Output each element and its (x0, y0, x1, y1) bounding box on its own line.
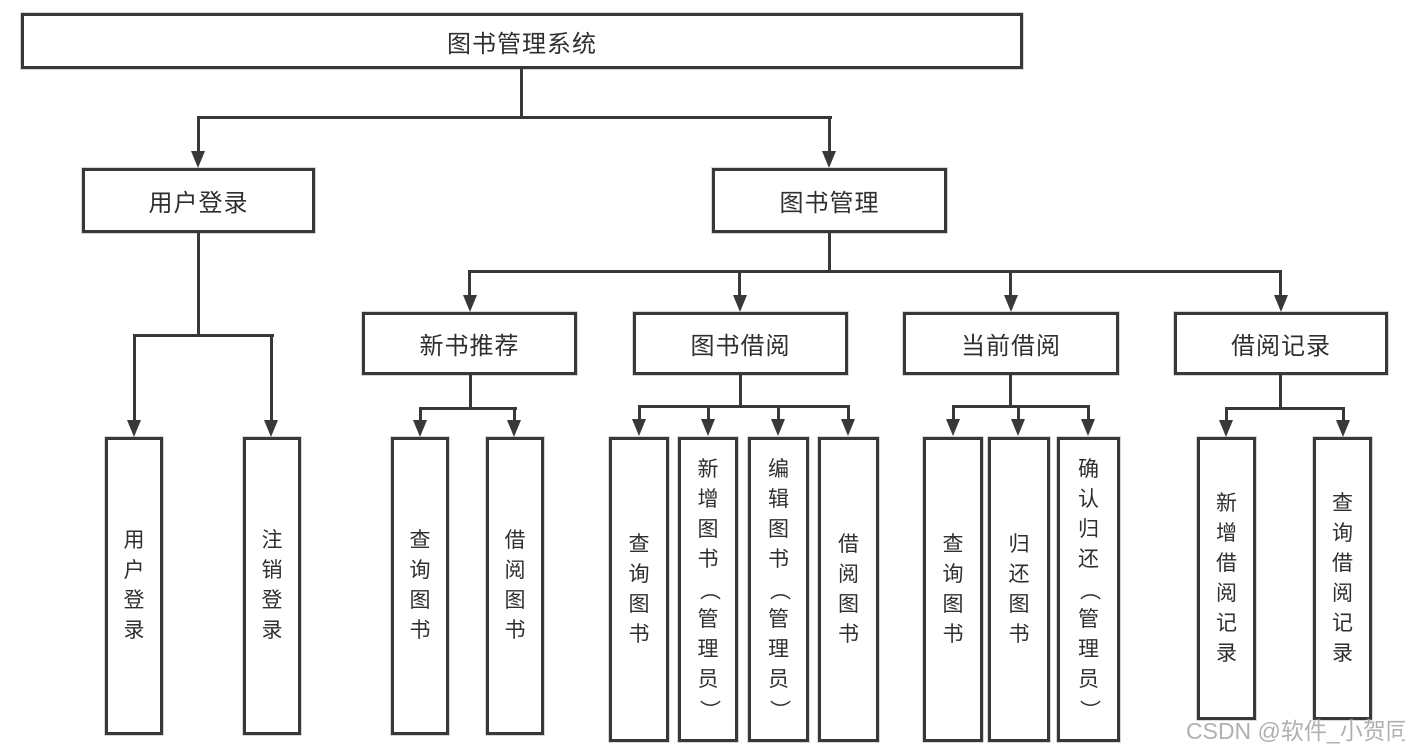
node-new-book-rec: 新书推荐 (362, 312, 577, 375)
connector-arrowhead (822, 151, 836, 168)
connector-line (738, 270, 741, 297)
node-rec-borrow-book-label: 借阅图书 (504, 529, 526, 642)
connector-arrowhead (841, 419, 855, 436)
node-login: 用户登录 (105, 437, 163, 735)
node-book-borrow: 图书借阅 (633, 312, 848, 375)
connector-line (197, 233, 200, 337)
connector-line (707, 405, 710, 421)
node-root: 图书管理系统 (21, 13, 1023, 69)
node-br-query-record-label: 查询借阅记录 (1332, 491, 1353, 665)
node-cb-query-book: 查询图书 (923, 437, 983, 742)
node-root-label: 图书管理系统 (447, 30, 597, 58)
node-cb-return-book-label: 归还图书 (1008, 532, 1030, 646)
connector-arrowhead (127, 420, 141, 437)
node-book-mgmt-label: 图书管理 (779, 190, 880, 217)
connector-arrowhead (413, 420, 427, 437)
connector-line (469, 375, 472, 410)
connector-arrowhead (946, 419, 960, 436)
node-borrow-records: 借阅记录 (1174, 312, 1388, 375)
connector-line (520, 69, 523, 119)
node-user-login-label: 用户登录 (148, 190, 249, 217)
node-cb-query-book-label: 查询图书 (942, 532, 964, 646)
node-rec-query-book: 查询图书 (391, 437, 449, 735)
connector-line (1009, 375, 1012, 408)
connector-line (638, 405, 641, 421)
connector-arrowhead (1004, 295, 1018, 312)
connector-line (847, 405, 850, 421)
connector-line (828, 233, 831, 273)
node-bb-borrow-book-label: 借阅图书 (838, 532, 859, 646)
node-cb-return-book: 归还图书 (988, 437, 1050, 742)
connector-line (1009, 270, 1012, 297)
connector-line (1279, 375, 1282, 410)
node-book-mgmt: 图书管理 (712, 168, 947, 233)
connector-arrowhead (632, 419, 646, 436)
node-br-add-record: 新增借阅记录 (1197, 437, 1256, 720)
connector-line (468, 270, 471, 297)
connector-arrowhead (507, 420, 521, 437)
connector-line (638, 405, 850, 408)
connector-arrowhead (1336, 420, 1350, 437)
connector-arrowhead (463, 295, 477, 312)
node-rec-borrow-book: 借阅图书 (486, 437, 544, 735)
connector-line (1017, 405, 1020, 421)
connector-line (419, 407, 422, 422)
node-current-borrow-label: 当前借阅 (961, 333, 1061, 360)
node-cb-confirm-return-label: 确认归还（管理员） (1077, 457, 1101, 721)
node-br-query-record: 查询借阅记录 (1313, 437, 1372, 720)
connector-line (133, 334, 274, 337)
node-logout: 注销登录 (243, 437, 301, 735)
node-bb-borrow-book: 借阅图书 (818, 437, 879, 742)
connector-arrowhead (1219, 420, 1233, 437)
connector-line (197, 116, 832, 119)
connector-line (197, 116, 200, 152)
connector-line (739, 375, 742, 408)
connector-arrowhead (1011, 419, 1025, 436)
connector-arrowhead (1274, 295, 1288, 312)
node-book-borrow-label: 图书借阅 (690, 333, 791, 360)
connector-line (952, 405, 955, 421)
node-bb-add-book-label: 新增图书（管理员） (697, 457, 720, 721)
connector-line (1279, 270, 1282, 297)
node-borrow-records-label: 借阅记录 (1231, 333, 1331, 360)
node-rec-query-book-label: 查询图书 (409, 529, 431, 642)
connector-arrowhead (191, 151, 205, 168)
node-bb-edit-book-label: 编辑图书（管理员） (767, 457, 791, 721)
connector-line (468, 270, 1282, 273)
connector-line (270, 334, 273, 422)
connector-line (777, 405, 780, 421)
node-login-label: 用户登录 (123, 529, 145, 642)
node-bb-query-book-label: 查询图书 (628, 532, 650, 646)
connector-arrowhead (264, 420, 278, 437)
watermark: CSDN @软件_小贺同学 (1186, 718, 1405, 744)
node-user-login: 用户登录 (82, 168, 315, 233)
node-logout-label: 注销登录 (261, 529, 283, 642)
node-bb-add-book: 新增图书（管理员） (678, 437, 738, 742)
connector-arrowhead (1081, 419, 1095, 436)
connector-line (513, 407, 516, 422)
node-current-borrow: 当前借阅 (903, 312, 1119, 375)
connector-arrowhead (733, 295, 747, 312)
node-bb-query-book: 查询图书 (609, 437, 669, 742)
node-new-book-rec-label: 新书推荐 (419, 333, 520, 360)
node-bb-edit-book: 编辑图书（管理员） (748, 437, 809, 742)
connector-line (1342, 407, 1345, 422)
connector-line (1087, 405, 1090, 421)
connector-line (828, 116, 831, 152)
connector-line (419, 407, 517, 410)
connector-line (1225, 407, 1228, 422)
node-cb-confirm-return: 确认归还（管理员） (1057, 437, 1120, 742)
connector-line (952, 405, 1090, 408)
connector-line (133, 334, 136, 422)
connector-line (1225, 407, 1345, 410)
connector-arrowhead (771, 419, 785, 436)
node-br-add-record-label: 新增借阅记录 (1216, 491, 1237, 665)
connector-arrowhead (701, 419, 715, 436)
